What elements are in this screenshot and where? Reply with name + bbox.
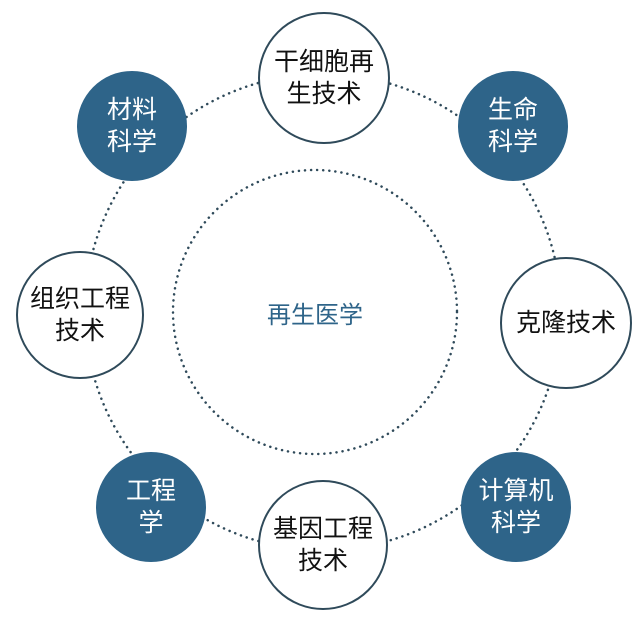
node-text: 生命 — [487, 94, 538, 124]
center-label: 再生医学 — [267, 301, 363, 329]
node-computer-science: 计算机科学 — [461, 452, 571, 562]
inner-dotted-ring — [171, 168, 459, 456]
node-stem-cell: 干细胞再生技术 — [258, 12, 390, 144]
node-materials: 材料科学 — [77, 71, 187, 181]
node-cloning: 克隆技术 — [500, 257, 632, 389]
node-engineering: 工程学 — [96, 452, 206, 562]
node-text: 技术 — [297, 546, 348, 575]
node-genetic-eng: 基因工程技术 — [258, 480, 388, 610]
node-text: 科学 — [106, 127, 157, 156]
node-text: 科学 — [487, 127, 538, 156]
node-text: 科学 — [490, 508, 541, 537]
node-text: 学 — [138, 508, 164, 537]
node-text: 生技术 — [286, 79, 362, 108]
node-text: 计算机 — [478, 475, 554, 505]
node-text: 组织工程 — [29, 283, 130, 313]
node-text: 基因工程 — [272, 513, 373, 543]
node-text: 材料 — [106, 94, 157, 124]
node-text: 克隆技术 — [515, 307, 616, 337]
node-text: 干细胞再 — [273, 46, 374, 76]
node-life-science: 生命科学 — [458, 71, 568, 181]
node-tissue-eng: 组织工程技术 — [16, 251, 144, 379]
node-text: 工程 — [125, 475, 176, 505]
node-text: 技术 — [54, 316, 105, 345]
